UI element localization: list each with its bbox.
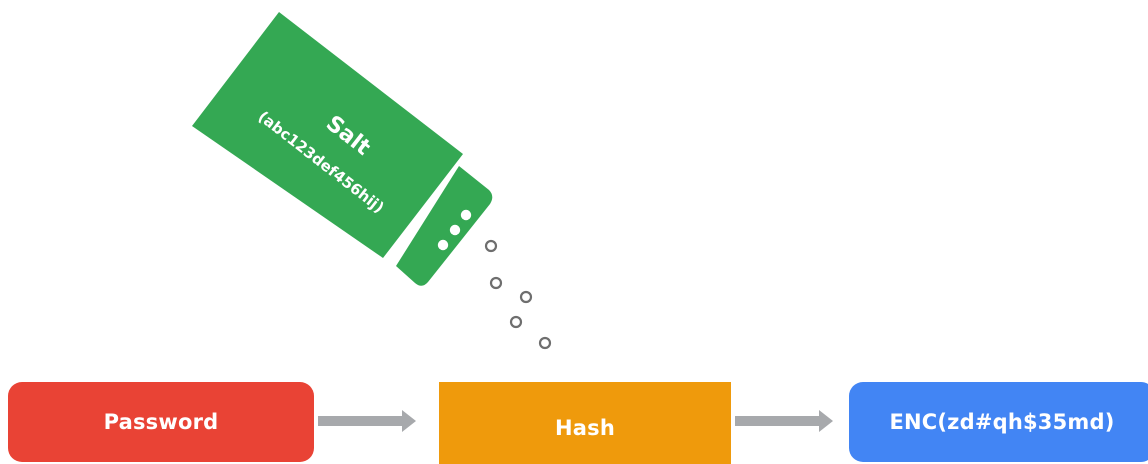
shaker-hole-icon: [449, 224, 461, 236]
salt-grain-icon: [519, 290, 533, 304]
salt-shaker-cap: [396, 166, 493, 286]
salt-grain-icon: [509, 315, 523, 329]
shaker-hole-icon: [460, 209, 472, 221]
salt-grain-icon: [538, 336, 552, 350]
salt-grain-icon: [489, 276, 503, 290]
encrypted-output-box: ENC(zd#qh$35md): [849, 382, 1148, 462]
shaker-hole-icon: [437, 239, 449, 251]
hash-label: Hash: [555, 416, 615, 440]
salt-grain-icon: [484, 239, 498, 253]
hash-box: Hash: [439, 382, 731, 464]
password-label: Password: [103, 410, 219, 434]
salt-shaker-body: [192, 12, 463, 258]
encrypted-output-label: ENC(zd#qh$35md): [889, 410, 1115, 434]
password-box: Password: [8, 382, 314, 462]
